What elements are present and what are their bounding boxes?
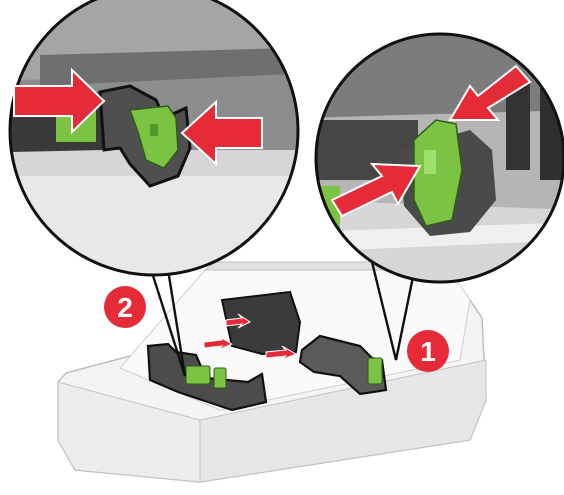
callout-badge-1-label: 1	[420, 336, 436, 367]
callout-badge-2-label: 2	[117, 292, 133, 323]
zoom-right-latch-highlight	[424, 150, 436, 174]
width-guide-left-green-tab	[186, 366, 210, 384]
zoom-left-latch-slot	[150, 124, 158, 136]
length-guide-right-green-tab	[368, 358, 382, 384]
callout-badge-1: 1	[407, 330, 449, 372]
zoom-circle-right	[300, 20, 564, 300]
width-guide-left-green-latch	[214, 368, 226, 388]
zoom-circle-left	[0, 0, 320, 290]
callout-badge-2: 2	[104, 286, 146, 328]
